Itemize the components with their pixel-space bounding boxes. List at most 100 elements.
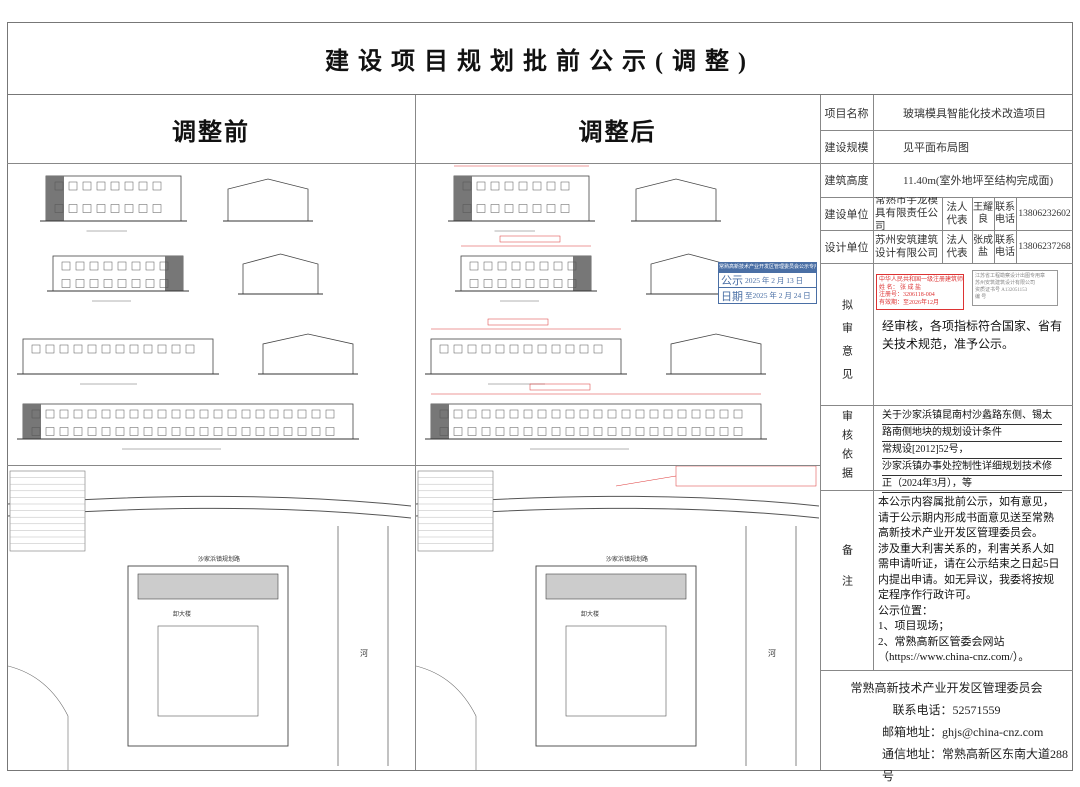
window <box>467 344 477 354</box>
stamp-text: 编 号 <box>975 295 987 300</box>
divider <box>942 197 943 263</box>
window <box>73 344 83 354</box>
basis-label: 审核依据 <box>840 410 853 486</box>
window <box>159 261 169 271</box>
window <box>560 181 570 191</box>
divider <box>820 95 821 770</box>
window <box>131 261 141 271</box>
window <box>593 427 603 436</box>
stamp-label: 公示 <box>721 275 743 287</box>
window <box>511 279 521 288</box>
window <box>297 409 307 419</box>
window <box>152 204 162 213</box>
window <box>462 204 472 213</box>
scale: 见平面布局图 <box>903 141 969 154</box>
window <box>553 261 563 271</box>
window <box>663 409 673 419</box>
window <box>567 279 577 288</box>
builder-label: 建设单位 <box>824 208 869 221</box>
window <box>495 344 505 354</box>
window <box>607 427 617 436</box>
window <box>579 344 589 354</box>
divider <box>820 230 1073 231</box>
window <box>546 181 556 191</box>
window <box>124 181 134 191</box>
remarks-line: 请于公示期内形成书面意见送至常熟 <box>878 511 1054 524</box>
window <box>311 427 321 436</box>
building-elevation <box>22 403 354 440</box>
window <box>255 427 265 436</box>
window <box>453 409 463 419</box>
window <box>649 427 659 436</box>
window <box>87 344 97 354</box>
window <box>59 427 69 436</box>
factory-outline <box>535 565 697 747</box>
road-label: 沙家浜镇规划路 <box>606 555 648 563</box>
window <box>691 409 701 419</box>
window <box>497 279 507 288</box>
divider <box>820 197 1073 198</box>
remarks-line: 高新技术产业开发区管理委员会。 <box>878 527 1043 539</box>
window <box>82 204 92 213</box>
section-outline <box>650 253 727 294</box>
remarks-line: 1、项目现场； <box>878 620 950 632</box>
window <box>495 427 505 436</box>
publicity-end-date: 至2025 年 2 月 24 日 <box>745 291 811 300</box>
footer-phone: 联系电话：52571559 <box>892 703 1001 717</box>
existing-building <box>157 625 259 717</box>
window <box>539 279 549 288</box>
window <box>199 427 209 436</box>
hatched-wall <box>454 176 472 221</box>
window <box>509 409 519 419</box>
remarks-line: 需申请听证，请在公示结束之日起5日 <box>878 558 1060 570</box>
window <box>117 279 127 288</box>
window <box>89 261 99 271</box>
hatched-wall <box>431 404 449 439</box>
window <box>649 409 659 419</box>
window <box>227 427 237 436</box>
window <box>490 181 500 191</box>
window <box>131 279 141 288</box>
site-curve <box>8 665 69 770</box>
window <box>546 204 556 213</box>
window <box>467 409 477 419</box>
window <box>145 279 155 288</box>
window <box>551 427 561 436</box>
window <box>525 261 535 271</box>
window <box>635 427 645 436</box>
window <box>31 344 41 354</box>
window <box>227 409 237 419</box>
window <box>101 427 111 436</box>
divider <box>1016 197 1017 263</box>
section-outline <box>242 253 319 294</box>
divider <box>820 263 1073 264</box>
elevation-drawings-before <box>17 175 359 450</box>
window <box>469 261 479 271</box>
window <box>101 344 111 354</box>
design-seal-stamp: 江苏省工程勘察设计出图专用章 苏州安筑建筑设计有限公司 资质证书号 A13205… <box>972 270 1058 306</box>
window <box>82 181 92 191</box>
window <box>96 181 106 191</box>
building-label: 卸大楼 <box>173 610 191 618</box>
window <box>110 181 120 191</box>
builder-tel: 13806232602 <box>1018 208 1071 219</box>
divider <box>994 197 995 263</box>
window <box>152 181 162 191</box>
stamp-text: 江苏省工程勘察设计出图专用章 <box>975 274 1046 279</box>
builder-rep: 王耀良 <box>973 201 993 225</box>
site-curve <box>416 665 477 770</box>
window <box>560 204 570 213</box>
window <box>518 181 528 191</box>
designer-tel: 13806237268 <box>1018 241 1071 252</box>
stamp-text: 注册号：3206118-004 <box>879 292 935 298</box>
window <box>185 409 195 419</box>
window <box>311 409 321 419</box>
window <box>551 409 561 419</box>
window <box>145 261 155 271</box>
window <box>553 279 563 288</box>
basis-line: 路南侧地块的规划设计条件 <box>882 425 1062 442</box>
window <box>462 181 472 191</box>
window <box>103 261 113 271</box>
